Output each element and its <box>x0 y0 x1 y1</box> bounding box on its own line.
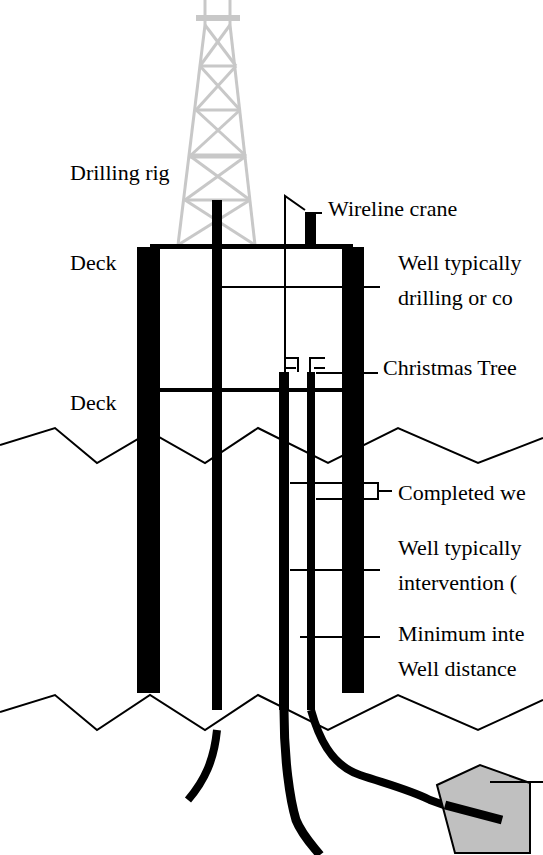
wireline-crane <box>285 196 305 372</box>
completed-well <box>279 372 289 710</box>
label-text: Minimum inte Well distance <box>398 616 530 686</box>
platform-leg <box>342 247 364 693</box>
label-text: Drilling rig <box>70 155 170 190</box>
reservoir <box>437 765 530 853</box>
sea-surface <box>0 428 543 463</box>
lower-deck <box>158 388 350 392</box>
label-text: Well typically drilling or co <box>398 245 530 315</box>
label-text: Wireline crane <box>328 191 457 226</box>
label-text: Well typically intervention ( <box>398 530 530 600</box>
well-in-reservoir <box>445 805 502 820</box>
christmas-tree <box>286 358 325 372</box>
seabed <box>0 695 543 730</box>
drill-string <box>212 200 222 710</box>
label-text: Christmas Tree <box>383 350 517 385</box>
platform-leg <box>137 247 160 693</box>
wireline-crane <box>305 212 316 247</box>
upper-deck <box>150 244 353 249</box>
completed-well <box>307 372 315 710</box>
label-text: Deck <box>70 385 116 420</box>
leader-line <box>222 213 543 782</box>
label-text: Deck <box>70 245 116 280</box>
drilled-hole <box>188 730 217 800</box>
label-text: Completed we <box>398 475 526 510</box>
